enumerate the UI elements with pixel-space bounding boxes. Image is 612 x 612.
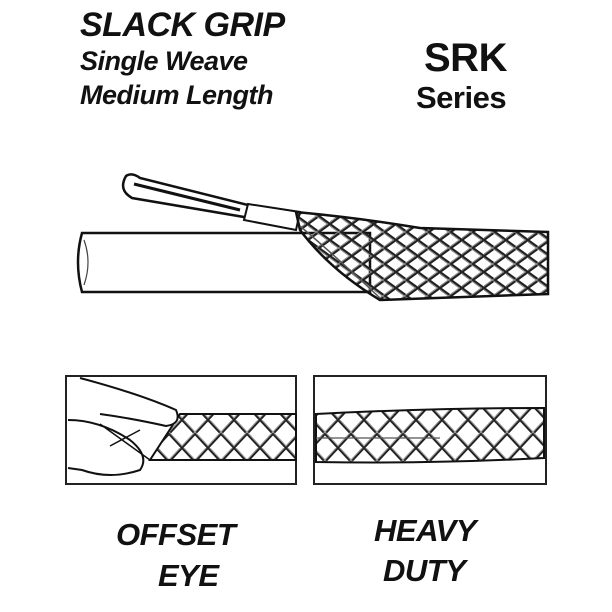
- offset-eye-caption-line2: EYE: [158, 558, 219, 593]
- offset-eye-panel: [65, 375, 297, 485]
- product-subtitle-length: Medium Length: [80, 80, 273, 110]
- heavy-duty-panel: [313, 375, 547, 485]
- product-subtitle-weave: Single Weave: [80, 46, 248, 76]
- offset-eye-caption-line1: OFFSET: [116, 517, 236, 552]
- series-label: Series: [416, 80, 507, 115]
- grip-eye-icon: [121, 173, 302, 232]
- mesh-grip-icon: [294, 210, 550, 302]
- series-code: SRK: [424, 36, 507, 80]
- cable-icon: [76, 231, 372, 294]
- heavy-duty-caption-line2: DUTY: [383, 553, 466, 588]
- heavy-duty-caption-line1: HEAVY: [374, 513, 477, 548]
- product-title: SLACK GRIP: [80, 6, 285, 44]
